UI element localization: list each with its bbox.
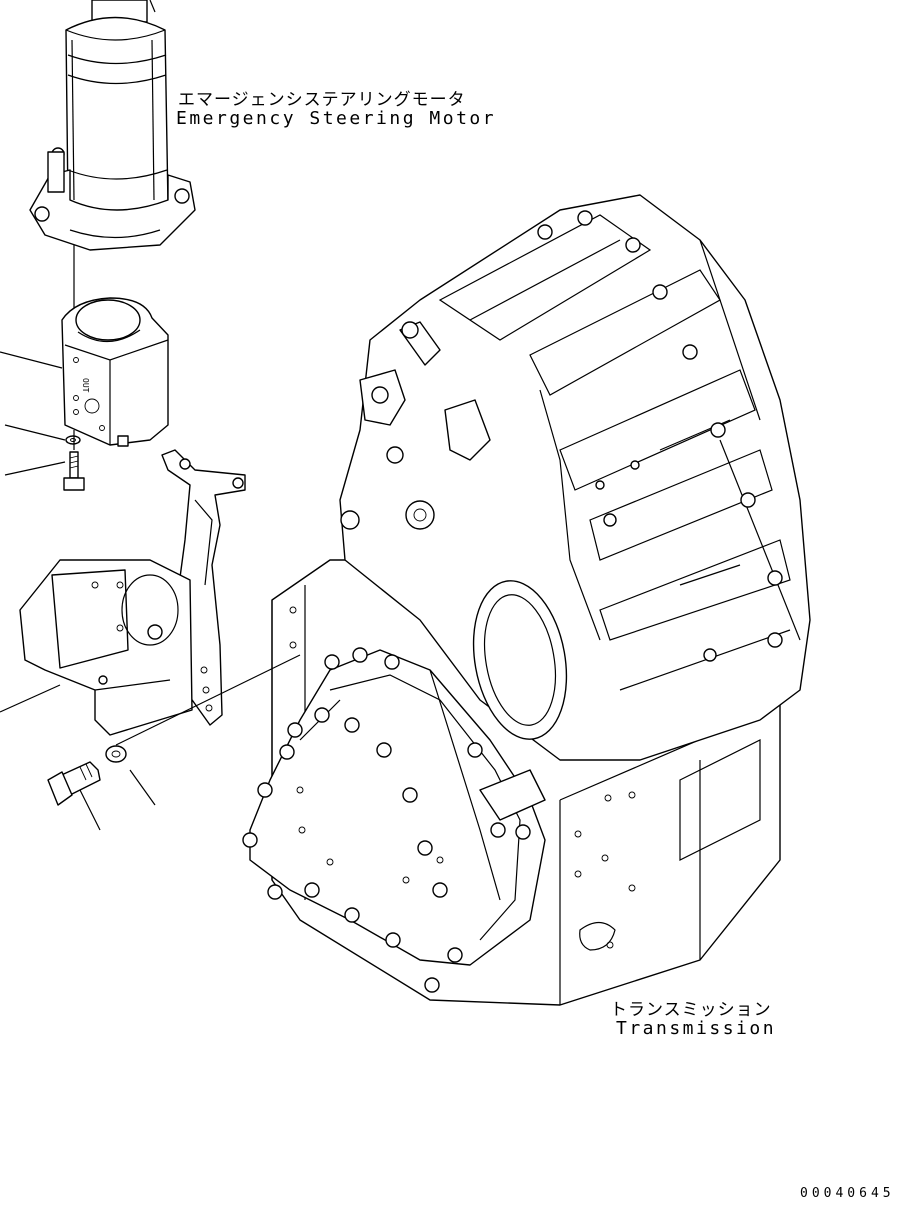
bracket-bolt <box>47 761 101 806</box>
pump-out-mark: OUT <box>81 378 90 393</box>
transmission-label-english: Transmission <box>616 1018 777 1039</box>
emergency-steering-motor <box>29 0 196 345</box>
steering-pump: OUT <box>61 297 169 447</box>
motor-label-english: Emergency Steering Motor <box>176 108 497 129</box>
transmission-label-japanese: トランスミッション <box>610 1000 772 1020</box>
drawing-number: 00040645 <box>800 1186 895 1201</box>
pump-mounting-bolt <box>63 451 85 491</box>
housing-bolts <box>537 210 783 662</box>
leader-lines <box>0 351 301 831</box>
bracket-washer <box>105 745 127 763</box>
pump-washer <box>65 435 81 445</box>
cover-bolts <box>242 647 531 993</box>
mounting-bracket <box>19 449 246 736</box>
transmission-cover-flange <box>242 647 546 993</box>
motor-label-japanese: エマージェンシステアリングモータ <box>178 90 466 110</box>
